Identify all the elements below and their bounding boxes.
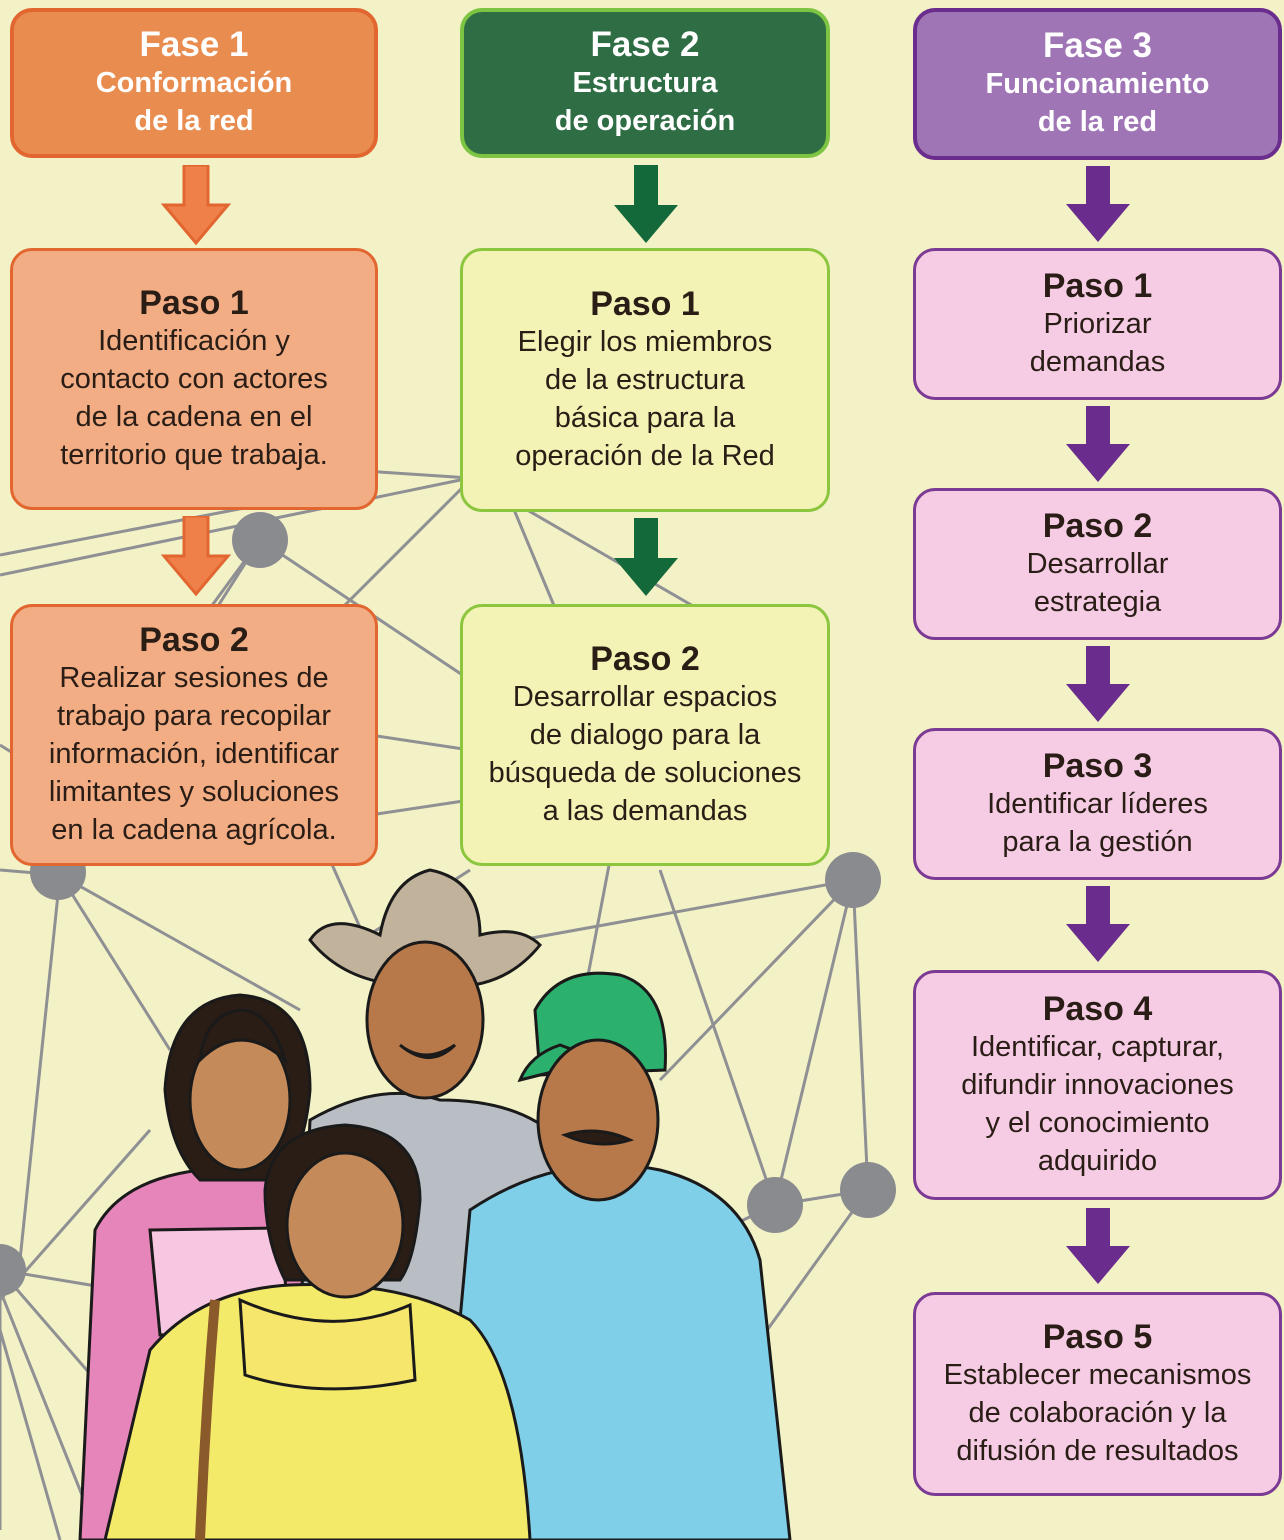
network-node: [747, 1177, 803, 1233]
phase-3-step-1: Paso 1 Priorizar demandas: [913, 248, 1282, 400]
step-description: Establecer mecanismos de colaboración y …: [943, 1359, 1252, 1467]
step-description: Identificar, capturar, difundir innovaci…: [961, 1031, 1234, 1177]
phase-3-step-3: Paso 3 Identificar líderes para la gesti…: [913, 728, 1282, 880]
phase-1-subtitle: Conformación de la red: [95, 67, 293, 137]
farmers-illustration: [78, 868, 792, 1540]
phase-3-step-2: Paso 2 Desarrollar estrategia: [913, 488, 1282, 640]
step-title: Paso 5: [1042, 1318, 1153, 1356]
phase-2-arrow: [614, 518, 678, 596]
step-title: Paso 2: [1042, 507, 1153, 545]
step-title: Paso 2: [139, 621, 249, 659]
phase-1-arrow: [160, 165, 232, 245]
step-description: Desarrollar estrategia: [1026, 548, 1169, 618]
phase-1-header: Fase 1 Conformación de la red: [10, 8, 378, 158]
step-description: Identificación y contacto con actores de…: [60, 325, 328, 471]
phase-3-arrow: [1066, 1208, 1130, 1284]
phase-2-arrow: [614, 165, 678, 243]
step-description: Priorizar demandas: [1029, 308, 1166, 378]
phase-3-step-4: Paso 4 Identificar, capturar, difundir i…: [913, 970, 1282, 1200]
network-node: [825, 852, 881, 908]
step-description: Desarrollar espacios de dialogo para la …: [488, 681, 802, 827]
phase-2-step-2: Paso 2 Desarrollar espacios de dialogo p…: [460, 604, 830, 866]
phase-1-arrow: [160, 516, 232, 596]
network-node: [0, 1244, 26, 1296]
step-title: Paso 3: [1042, 747, 1153, 785]
phase-2-title: Fase 2: [590, 25, 700, 64]
phase-3-header: Fase 3 Funcionamiento de la red: [913, 8, 1282, 160]
step-description: Elegir los miembros de la estructura bás…: [515, 326, 775, 472]
phase-3-arrow: [1066, 406, 1130, 482]
step-title: Paso 4: [1042, 990, 1153, 1028]
phase-3-subtitle: Funcionamiento de la red: [985, 68, 1210, 138]
step-title: Paso 1: [1042, 267, 1153, 305]
network-nodes: [0, 512, 896, 1296]
phase-3-arrow: [1066, 646, 1130, 722]
phase-3-arrow: [1066, 166, 1130, 242]
phase-3-arrow: [1066, 886, 1130, 962]
phase-2-subtitle: Estructura de operación: [554, 67, 736, 137]
phase-2-step-1: Paso 1 Elegir los miembros de la estruct…: [460, 248, 830, 512]
step-title: Paso 2: [590, 640, 700, 678]
phase-2-header: Fase 2 Estructura de operación: [460, 8, 830, 158]
phase-1-step-1: Paso 1 Identificación y contacto con act…: [10, 248, 378, 510]
phase-3-title: Fase 3: [1043, 26, 1152, 65]
step-description: Identificar líderes para la gestión: [987, 788, 1208, 858]
step-description: Realizar sesiones de trabajo para recopi…: [48, 662, 340, 846]
step-title: Paso 1: [590, 285, 700, 323]
phase-1-step-2: Paso 2 Realizar sesiones de trabajo para…: [10, 604, 378, 866]
network-node: [232, 512, 288, 568]
network-node: [840, 1162, 896, 1218]
step-title: Paso 1: [139, 284, 249, 322]
phase-1-title: Fase 1: [139, 25, 249, 64]
phase-3-step-5: Paso 5 Establecer mecanismos de colabora…: [913, 1292, 1282, 1496]
